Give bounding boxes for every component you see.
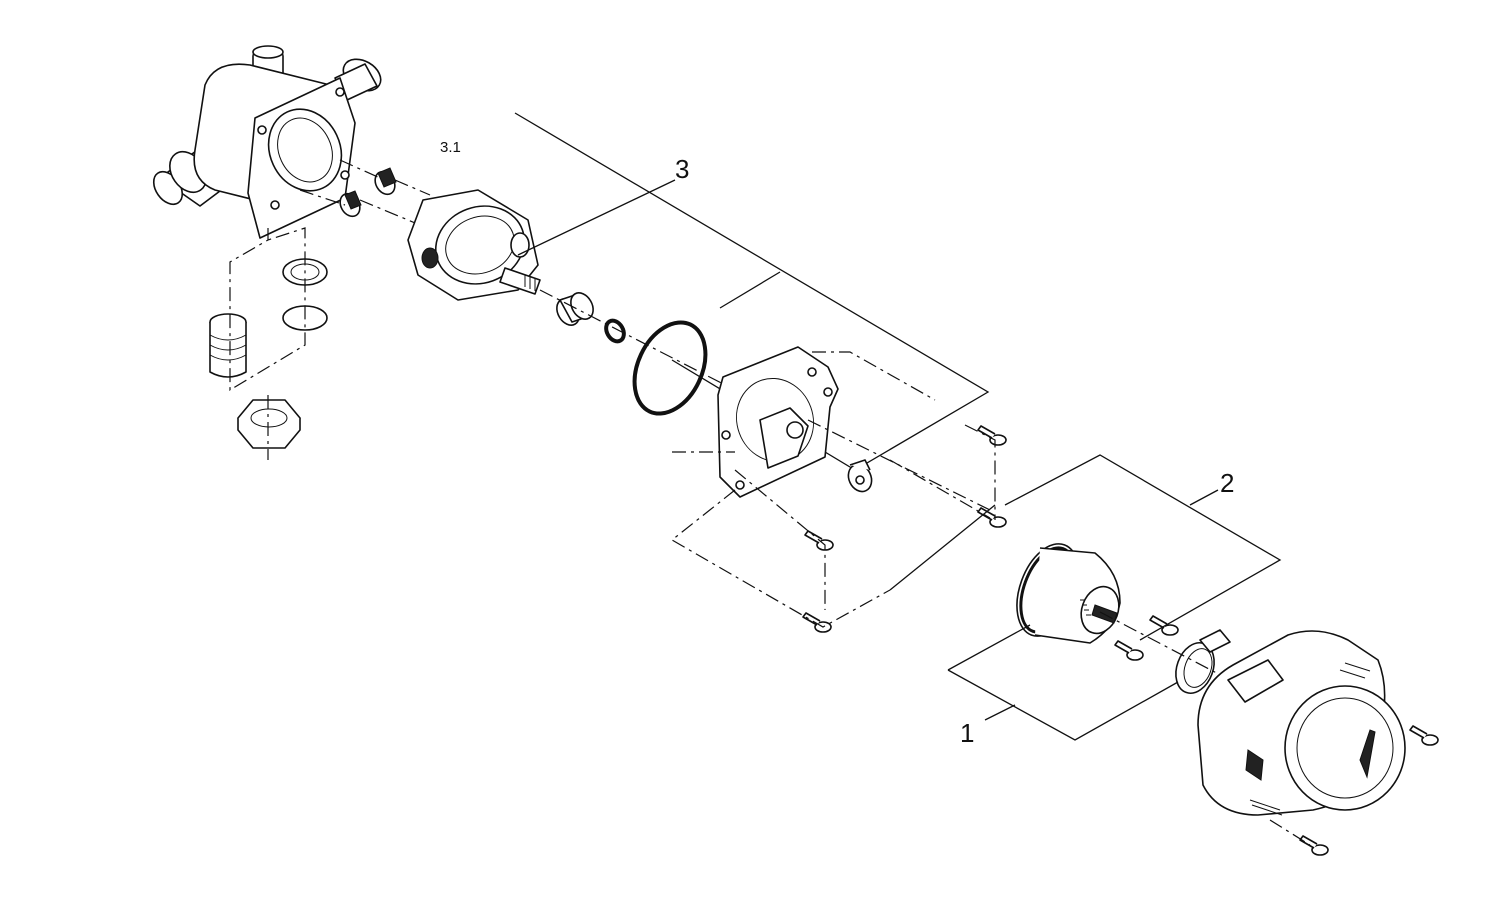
center-axis-upper bbox=[539, 289, 736, 391]
screw bbox=[1114, 640, 1144, 661]
valve-body bbox=[152, 45, 382, 239]
screw bbox=[1409, 725, 1439, 746]
adapter-fitting bbox=[209, 313, 247, 378]
dash-leader-screws-left bbox=[670, 489, 891, 628]
hex-nut bbox=[237, 399, 301, 449]
retaining-clip bbox=[847, 459, 873, 493]
screw bbox=[802, 612, 832, 633]
thermostatic-element bbox=[1016, 543, 1121, 644]
mounting-plate bbox=[717, 346, 839, 498]
dash-leader-screws-link bbox=[889, 504, 996, 591]
screw bbox=[1299, 835, 1329, 856]
sleeve bbox=[556, 292, 594, 326]
bracket-tick-1 bbox=[984, 704, 1016, 721]
stop-ring bbox=[1175, 629, 1231, 694]
bracket-tick-2 bbox=[1189, 489, 1219, 506]
dash-leader-screw-mid bbox=[889, 459, 991, 519]
bracket-group-1 bbox=[947, 624, 1179, 741]
dash-leader-body-parts bbox=[229, 227, 306, 460]
callout-label-3: 3 bbox=[675, 154, 689, 184]
bracket-tick-3 bbox=[719, 271, 781, 309]
leader-line-3 bbox=[517, 179, 676, 256]
screw bbox=[977, 425, 1007, 446]
large-o-ring bbox=[632, 320, 708, 416]
dash-leader-plate-top bbox=[812, 351, 936, 401]
bracket-group-2 bbox=[1004, 454, 1282, 641]
callout-label-1: 1 bbox=[960, 718, 974, 748]
check-valve-pair bbox=[299, 159, 431, 226]
callout-label-3-1: 3.1 bbox=[440, 139, 461, 156]
dash-leader-screws-right bbox=[964, 424, 996, 520]
dash-leader-cover-screw bbox=[1269, 819, 1311, 846]
screw bbox=[1149, 615, 1179, 636]
screw bbox=[977, 507, 1007, 528]
pressure-balance-cartridge bbox=[407, 189, 541, 301]
dash-leader-screws-left-top bbox=[672, 451, 826, 610]
callout-label-2: 2 bbox=[1220, 468, 1234, 498]
trim-cover bbox=[1197, 630, 1406, 816]
center-axis-lower bbox=[1099, 611, 1231, 681]
small-o-ring bbox=[604, 318, 626, 344]
